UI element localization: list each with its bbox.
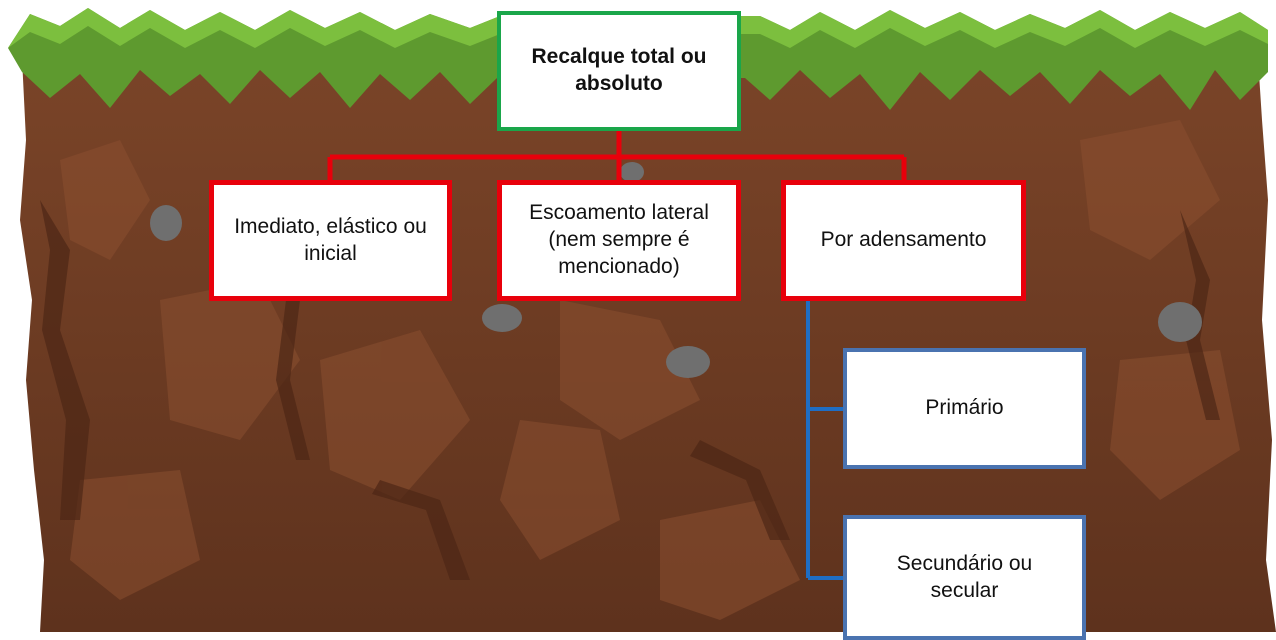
node-escoamento-label: Escoamento lateral (nem sempre é mencion… <box>529 201 709 278</box>
node-primario-label: Primário <box>925 396 1004 420</box>
node-primario: Primário <box>843 348 1086 469</box>
connectors-level2 <box>806 301 843 580</box>
node-por-adensamento: Por adensamento <box>781 180 1026 301</box>
node-adensamento-label: Por adensamento <box>820 228 987 252</box>
root-node-label: Recalque total ou absoluto <box>531 45 707 95</box>
node-escoamento-lateral: Escoamento lateral (nem sempre é mencion… <box>497 180 741 301</box>
node-imediato: Imediato, elástico ou inicial <box>209 180 452 301</box>
pebbles <box>150 162 1202 378</box>
node-imediato-label: Imediato, elástico ou inicial <box>234 214 427 265</box>
connectors-level1 <box>327 131 907 180</box>
node-secundario-label: Secundário ou secular <box>896 551 1033 602</box>
root-node-recalque-total: Recalque total ou absoluto <box>497 11 741 131</box>
node-secundario: Secundário ou secular <box>843 515 1086 640</box>
